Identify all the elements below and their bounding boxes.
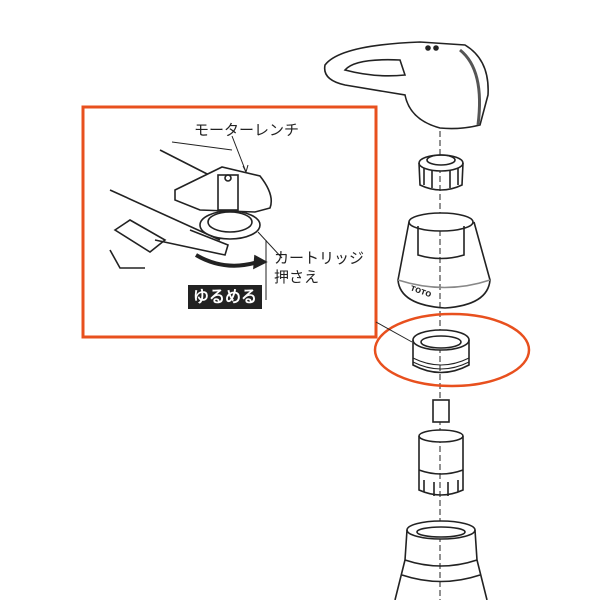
cartridge-holder-label-line1: カートリッジ	[274, 249, 365, 267]
inset-frame	[81, 105, 378, 339]
highlight-circle	[373, 312, 531, 388]
lever-handle	[323, 41, 489, 130]
spline-adapter	[418, 154, 464, 191]
cartridge	[418, 399, 464, 496]
wrench-illustration	[109, 135, 283, 300]
highlight-leader	[375, 321, 413, 343]
cartridge-holder	[412, 329, 470, 374]
cover	[397, 212, 491, 309]
loosen-badge: ゆるめる	[188, 285, 263, 309]
wrench-label: モーターレンチ	[194, 121, 300, 139]
faucet-body	[394, 520, 488, 600]
cartridge-holder-label-line2: 押さえ	[274, 268, 320, 286]
